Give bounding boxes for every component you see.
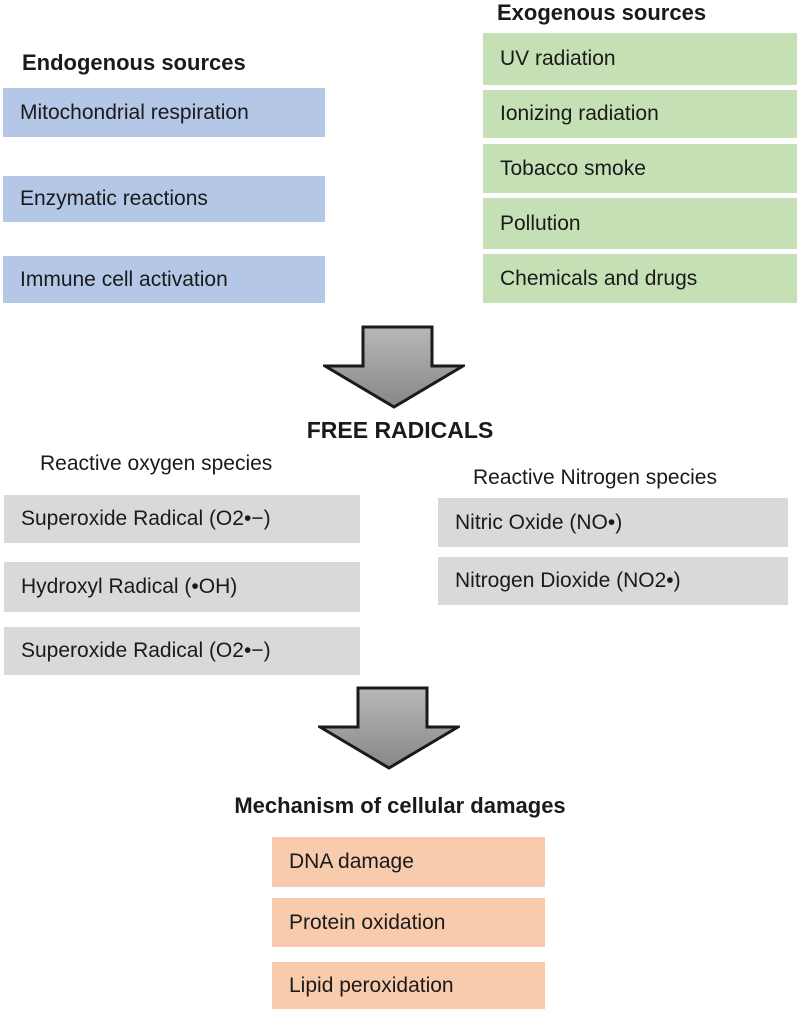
damage-box: DNA damage <box>272 837 545 887</box>
rns-box: Nitrogen Dioxide (NO2•) <box>438 557 788 605</box>
ros-box: Hydroxyl Radical (•OH) <box>4 562 360 612</box>
exogenous-source-box: Chemicals and drugs <box>483 254 797 303</box>
down-arrow-icon <box>318 686 460 770</box>
damages-title: Mechanism of cellular damages <box>234 793 566 818</box>
exogenous-source-box: UV radiation <box>483 33 797 85</box>
exogenous-source-box: Tobacco smoke <box>483 144 797 193</box>
damage-box: Lipid peroxidation <box>272 962 545 1009</box>
free-radicals-title: FREE RADICALS <box>306 417 494 443</box>
down-arrow-icon <box>323 325 465 409</box>
endogenous-source-box: Enzymatic reactions <box>3 176 325 222</box>
exogenous-source-box: Ionizing radiation <box>483 90 797 138</box>
rns-box: Nitric Oxide (NO•) <box>438 498 788 547</box>
exogenous-sources-title: Exogenous sources <box>497 0 707 25</box>
ros-box: Superoxide Radical (O2•−) <box>4 627 360 675</box>
endogenous-sources-title: Endogenous sources <box>22 50 246 75</box>
damage-box: Protein oxidation <box>272 898 545 947</box>
exogenous-source-box: Pollution <box>483 198 797 249</box>
ros-box: Superoxide Radical (O2•−) <box>4 495 360 543</box>
rns-title: Reactive Nitrogen species <box>473 466 717 489</box>
ros-title: Reactive oxygen species <box>40 452 273 475</box>
endogenous-source-box: Immune cell activation <box>3 256 325 303</box>
endogenous-source-box: Mitochondrial respiration <box>3 88 325 137</box>
